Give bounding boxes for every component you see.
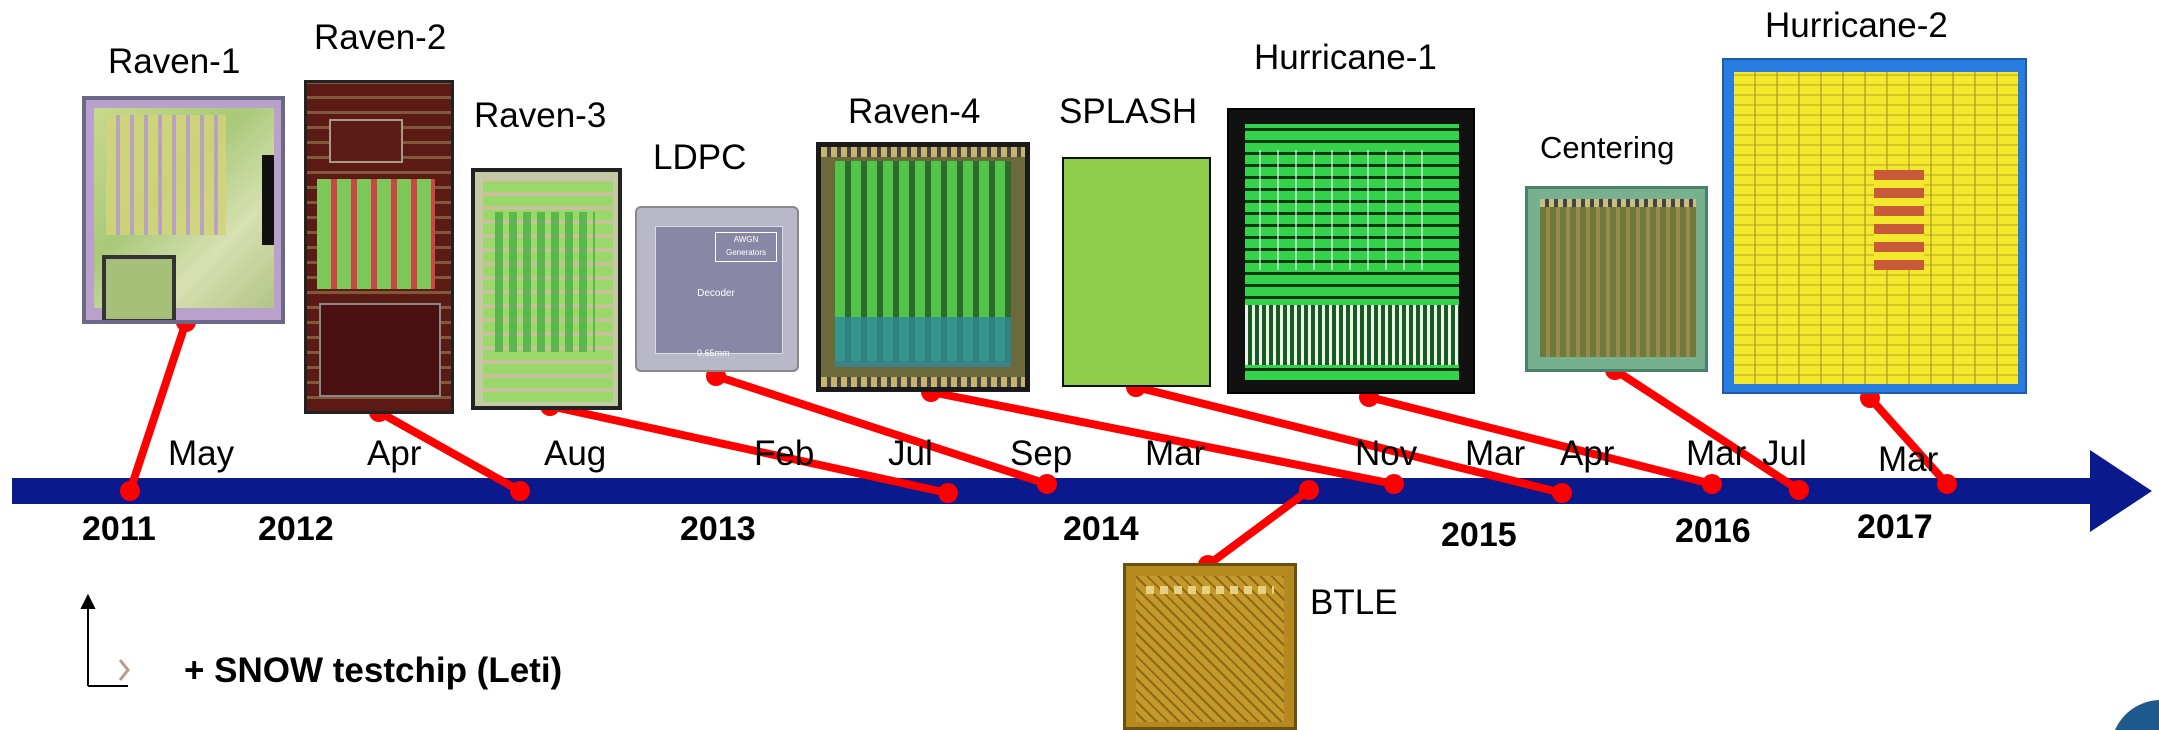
decoder-label: Decoder: [697, 288, 735, 299]
connector-splash: [1132, 383, 1566, 497]
chip-label-hurricane2: Hurricane-2: [1765, 6, 1948, 45]
connector-ldpc: [712, 372, 1051, 488]
month-label: Feb: [754, 434, 815, 473]
awgn-label: AWGN Generators: [715, 232, 777, 262]
chip-label-raven1: Raven-1: [108, 42, 241, 81]
chip-label-splash: SPLASH: [1059, 92, 1198, 131]
month-label: Apr: [1560, 434, 1615, 473]
month-label: Jul: [1762, 434, 1807, 473]
month-label: May: [168, 434, 235, 473]
chip-label-raven3: Raven-3: [474, 96, 607, 135]
year-label: 2015: [1441, 516, 1517, 554]
btle-die-image: [1123, 563, 1297, 730]
connector-btle: [1204, 486, 1313, 569]
chip-label-btle: BTLE: [1310, 583, 1398, 622]
connector-hurricane2: [1866, 394, 1951, 488]
snow-testchip-note: + SNOW testchip (Leti): [184, 651, 563, 690]
month-label: Aug: [544, 434, 607, 473]
month-label: Mar: [1145, 434, 1206, 473]
chip-label-hurricane1: Hurricane-1: [1254, 38, 1437, 77]
chip-label-raven4: Raven-4: [848, 92, 981, 131]
timeline-arrowhead: [2090, 450, 2152, 532]
timeline-bar: [12, 478, 2102, 504]
month-label: Jul: [888, 434, 933, 473]
connector-centering: [1611, 366, 1803, 494]
chip-label-raven2: Raven-2: [314, 18, 447, 57]
chip-label-centering: Centering: [1540, 130, 1675, 165]
raven2-die-image: [304, 80, 454, 414]
year-label: 2014: [1063, 510, 1139, 548]
year-label: 2013: [680, 510, 756, 548]
logo-corner-icon: [2115, 700, 2159, 730]
raven4-die-image: [816, 142, 1030, 392]
connector-raven1: [126, 318, 190, 495]
splash-die-image: [1062, 157, 1211, 387]
month-label: Mar: [1686, 434, 1747, 473]
centering-die-image: [1525, 186, 1708, 372]
month-label: Mar: [1878, 440, 1939, 479]
connector-raven4: [927, 388, 1398, 488]
hurricane2-die-image: [1722, 58, 2027, 394]
year-label: 2016: [1675, 512, 1751, 550]
month-label: Nov: [1355, 434, 1418, 473]
month-label: Apr: [367, 434, 422, 473]
arrow-icon: [80, 593, 130, 687]
month-label: Sep: [1010, 434, 1073, 473]
chip-label-ldpc: LDPC: [653, 138, 747, 177]
connector-hurricane1: [1365, 393, 1716, 488]
ldpc-die-image: AWGN Generators Decoder 0.65mm: [635, 206, 799, 372]
year-label: 2011: [82, 510, 156, 548]
connector-raven3: [546, 402, 952, 497]
year-label: 2012: [258, 510, 334, 548]
ldpc-dimension-label: 0.65mm: [697, 348, 730, 358]
year-label: 2017: [1857, 508, 1933, 546]
raven3-die-image: [471, 168, 622, 410]
raven1-die-image: [82, 96, 285, 324]
hurricane1-die-image: [1227, 108, 1475, 394]
connector-raven2: [375, 408, 524, 495]
month-label: Mar: [1465, 434, 1526, 473]
connector-lines: [126, 318, 1951, 569]
